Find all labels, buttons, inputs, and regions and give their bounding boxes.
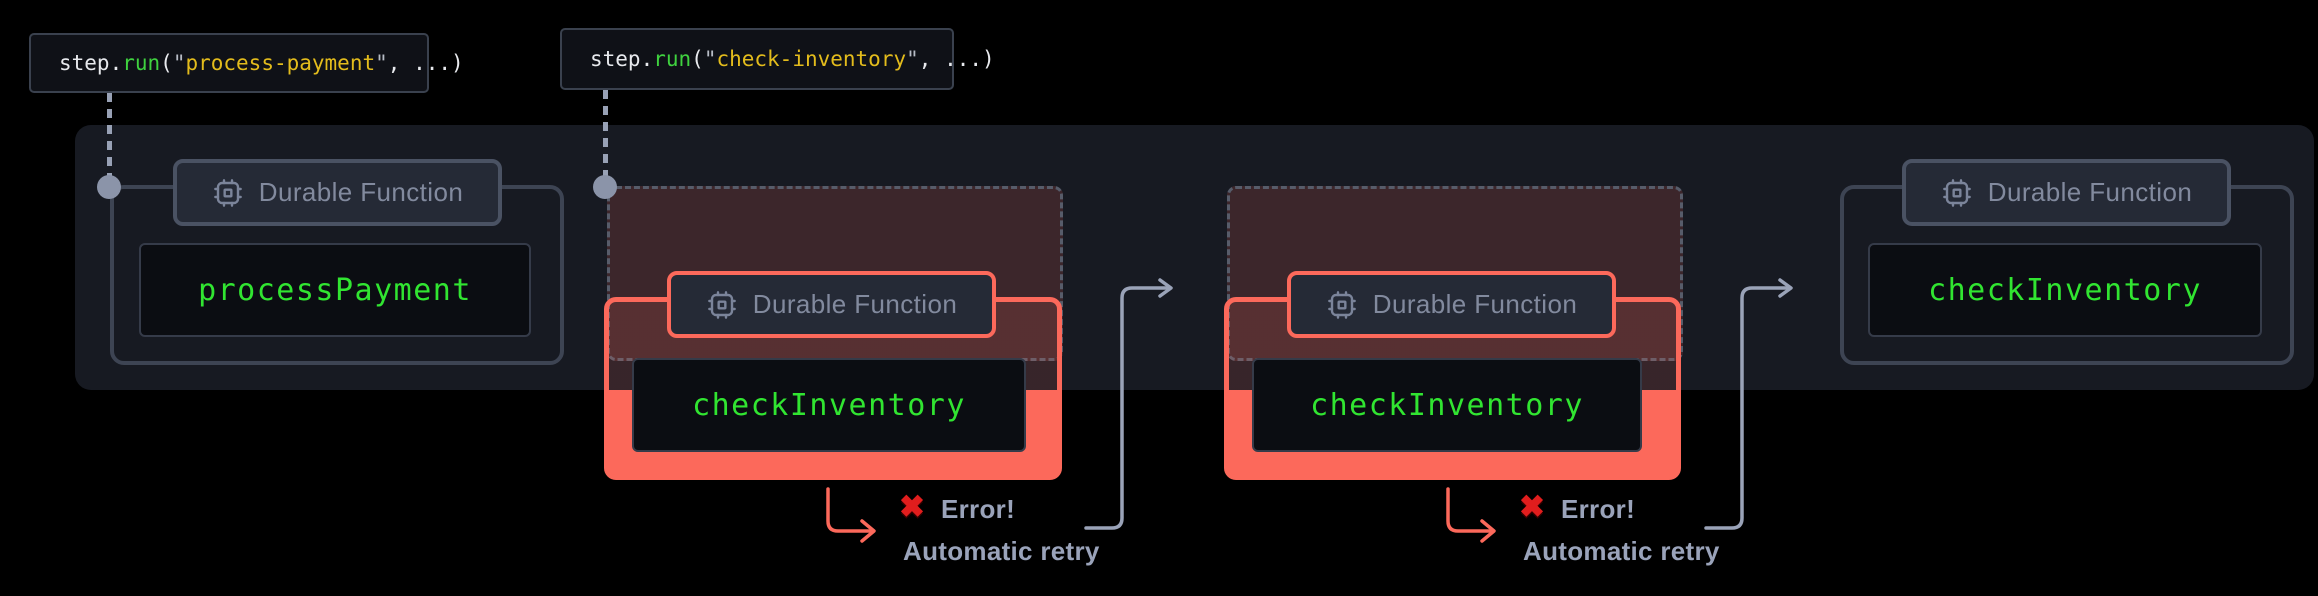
durable-function-badge: Durable Function (1902, 159, 2231, 226)
code-paren: ( (691, 47, 704, 71)
connector-dot (97, 175, 121, 199)
code-quote: " (172, 51, 186, 75)
red-x-icon: ✖ (1519, 489, 1545, 524)
error-label: Error! (1561, 494, 1636, 524)
code-method: run (653, 47, 692, 71)
durable-function-badge: Durable Function (173, 159, 502, 226)
code-suffix: , ...) (918, 47, 995, 71)
red-x-icon: ✖ (899, 489, 925, 524)
code-quote: " (375, 51, 388, 75)
durable-function-badge-error: Durable Function (667, 271, 996, 338)
code-suffix: , ...) (387, 51, 464, 75)
connector-dot (593, 175, 617, 199)
function-name-box: checkInventory (1868, 243, 2262, 337)
badge-label: Durable Function (1987, 177, 2193, 207)
cpu-chip-icon (1327, 290, 1356, 319)
error-elbow-arrow (1446, 487, 1494, 533)
cpu-chip-icon (1942, 178, 1971, 207)
durable-function-badge-error: Durable Function (1287, 271, 1616, 338)
function-name: checkInventory (692, 387, 966, 423)
code-prefix: step. (59, 51, 123, 75)
automatic-retry-label: Automatic retry (903, 536, 1100, 566)
code-string: process-payment (185, 51, 376, 75)
code-tooltip-check-inventory: step.run("check-inventory", ...) (560, 28, 995, 90)
automatic-retry-label: Automatic retry (1523, 536, 1720, 566)
badge-label: Durable Function (258, 177, 464, 207)
code-quote: " (906, 47, 919, 71)
error-label: Error! (941, 494, 1016, 524)
badge-label: Durable Function (752, 289, 958, 319)
code-quote: " (703, 47, 717, 71)
code-method: run (122, 51, 161, 75)
cpu-chip-icon (213, 178, 242, 207)
tooltip-connector-dashed-line (107, 93, 112, 176)
badge-label: Durable Function (1372, 289, 1578, 319)
code-string: check-inventory (716, 47, 907, 71)
function-name-box: checkInventory (1252, 358, 1642, 452)
error-arrowhead (1480, 519, 1496, 543)
error-elbow-arrow (826, 487, 874, 533)
error-arrowhead (860, 519, 876, 543)
code-paren: ( (160, 51, 173, 75)
code-tooltip-process-payment: step.run("process-payment", ...) (29, 33, 464, 93)
cpu-chip-icon (707, 290, 736, 319)
code-prefix: step. (590, 47, 654, 71)
function-name: checkInventory (1310, 387, 1584, 423)
function-name-box: checkInventory (632, 358, 1026, 452)
function-name: processPayment (198, 272, 472, 308)
function-name-box: processPayment (139, 243, 531, 337)
tooltip-connector-dashed-line (603, 90, 608, 176)
function-name: checkInventory (1928, 272, 2202, 308)
